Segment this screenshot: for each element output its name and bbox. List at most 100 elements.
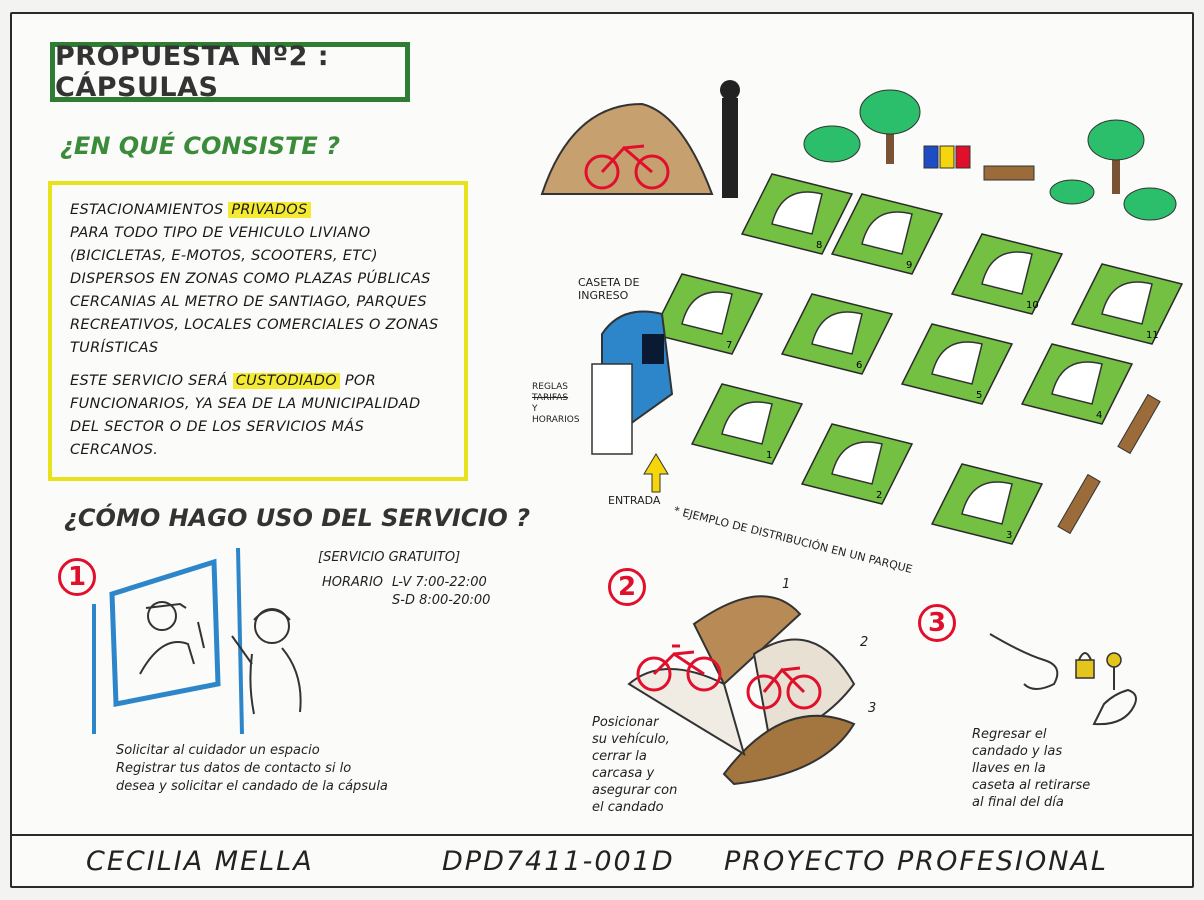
desc-line-2: PARA TODO TIPO DE VEHICULO LIVIANO <box>70 225 371 241</box>
step-1-number: 1 <box>58 558 96 596</box>
plot-10: 10 <box>950 233 1064 315</box>
desc-line-8: ESTE SERVICIO SERÁ CUSTODIADO POR <box>70 373 376 389</box>
capsule-icon <box>961 481 1013 525</box>
step-3-illustration <box>989 633 1137 726</box>
schedule-label: HORARIO <box>322 575 384 590</box>
plot-1: 1 <box>690 383 804 465</box>
step-2-illustration <box>627 595 856 786</box>
plot-number: 10 <box>1026 300 1039 311</box>
attendant-cap <box>145 602 187 609</box>
plot-number: 8 <box>816 240 822 251</box>
capsule-icon <box>811 311 863 355</box>
capsule-with-bike-sketch <box>540 80 740 198</box>
user-arm <box>231 635 253 665</box>
highlight-custodiado: CUSTODIADO <box>232 373 340 389</box>
plot-3: 3 <box>930 463 1044 545</box>
hand-icon <box>989 633 1059 690</box>
service-free-label: [SERVICIO GRATUITO] <box>318 550 461 565</box>
plot-number: 6 <box>856 360 862 371</box>
step-2-text: Posicionar su vehículo, cerrar la carcas… <box>592 715 678 815</box>
plot-5: 5 <box>900 323 1014 405</box>
description-box: ESTACIONAMIENTOS PRIVADOS PARA TODO TIPO… <box>48 181 468 481</box>
entrance-label: ENTRADA <box>608 494 661 507</box>
plot-number: 2 <box>876 490 882 501</box>
capsule-icon <box>771 191 823 235</box>
attendant-head <box>147 601 177 631</box>
poster-sheet: PROPUESTA Nº2 : CÁPSULAS ¿EN QUÉ CONSIST… <box>10 12 1194 888</box>
capsule-shell-3 <box>722 714 856 786</box>
highlight-privados: PRIVADOS <box>228 202 311 218</box>
desc-line-4: DISPERSOS EN ZONAS COMO PLAZAS PÚBLICAS <box>70 271 431 287</box>
step-1-text: Solicitar al cuidador un espacio Registr… <box>116 743 388 794</box>
page-title: PROPUESTA Nº2 : CÁPSULAS <box>55 41 330 103</box>
step-3-text: Regresar el candado y las llaves en la c… <box>972 727 1091 810</box>
booth-label: CASETA DE INGRESO <box>578 276 640 302</box>
plot-4: 4 <box>1020 343 1134 425</box>
footer-project: PROYECTO PROFESIONAL <box>724 846 1108 877</box>
booth-window <box>109 558 221 708</box>
plot-number: 7 <box>726 340 732 351</box>
entrance-arrow-icon <box>643 453 669 493</box>
user-helmet <box>253 609 291 621</box>
capsule-icon <box>1051 361 1103 405</box>
grass-plots: 1 2 3 4 5 6 7 8 9 10 11 <box>650 173 1184 545</box>
capsule-icon <box>981 251 1033 295</box>
desc-line-1: ESTACIONAMIENTOS PRIVADOS <box>70 199 450 222</box>
window-frame-right <box>236 547 244 735</box>
footer-course: DPD7411-001D <box>442 846 675 877</box>
desc-line-10: DEL SECTOR O DE LOS SERVICIOS MÁS CERCAN… <box>70 419 365 458</box>
desc-line-3: (BICICLETAS, E-MOTOS, SCOOTERS, ETC) <box>70 248 378 264</box>
capsule-icon <box>1101 281 1153 325</box>
bike-red-1 <box>636 644 722 692</box>
plot-number: 4 <box>1096 410 1102 421</box>
capsule-icon <box>681 291 733 335</box>
plot-2: 2 <box>800 423 914 505</box>
bench-top <box>983 165 1035 181</box>
schedule-weekday: L-V 7:00-22:00 <box>392 575 487 590</box>
step-3-number: 3 <box>918 604 956 642</box>
step-2-label-3: 3 <box>868 701 877 716</box>
plot-number: 9 <box>906 260 912 271</box>
capsule-icon <box>831 441 883 485</box>
desc-line-9: FUNCIONARIOS, YA SEA DE LA MUNICIPALIDAD <box>70 396 421 412</box>
recycling-bins <box>923 145 971 169</box>
plot-number: 11 <box>1146 330 1159 341</box>
desc-line-7: TURÍSTICAS <box>70 340 159 356</box>
schedule-weekend: S-D 8:00-20:00 <box>392 593 491 608</box>
step-2-number: 2 <box>608 568 646 606</box>
plot-number: 3 <box>1006 530 1012 541</box>
desc-line-5: CERCANIAS AL METRO DE SANTIAGO, PARQUES <box>70 294 427 310</box>
rules-sign <box>591 363 633 455</box>
attendant-hand <box>197 621 205 649</box>
padlock-icon <box>1075 659 1095 679</box>
step-1-illustration <box>92 547 302 735</box>
capsule-icon <box>721 401 773 445</box>
footer-author: CECILIA MELLA <box>86 846 314 877</box>
attendant-body <box>139 641 195 675</box>
title-box: PROPUESTA Nº2 : CÁPSULAS <box>50 41 410 103</box>
section-heading-what: ¿EN QUÉ CONSISTE ? <box>60 132 341 160</box>
trees <box>803 89 1177 221</box>
person-silhouette <box>722 98 738 198</box>
bench-right-2 <box>1057 473 1101 535</box>
thumbs-up-icon <box>1092 688 1137 726</box>
capsule-icon <box>861 211 913 255</box>
plot-8: 8 <box>740 173 854 255</box>
rules-label: REGLAS TARIFAS Y HORARIOS <box>532 382 580 425</box>
bike-red-2 <box>746 666 822 710</box>
footer-bar: CECILIA MELLA DPD7411-001D PROYECTO PROF… <box>12 834 1192 886</box>
capsule-shell-1 <box>692 595 802 686</box>
capsule-icon <box>931 341 983 385</box>
plot-7: 7 <box>650 273 764 355</box>
user-body <box>249 647 302 715</box>
bench-right-1 <box>1117 393 1161 455</box>
desc-line-6: RECREATIVOS, LOCALES COMERCIALES O ZONAS <box>70 317 439 333</box>
step-2-label-1: 1 <box>782 577 791 592</box>
plot-6: 6 <box>780 293 894 375</box>
park-map-illustration: 1 2 3 4 5 6 7 8 9 10 11 <box>540 80 1184 545</box>
plot-number: 5 <box>976 390 982 401</box>
plot-number: 1 <box>766 450 772 461</box>
plot-9: 9 <box>830 193 944 275</box>
step-2-label-2: 2 <box>860 635 869 650</box>
key-icon <box>1106 652 1122 668</box>
